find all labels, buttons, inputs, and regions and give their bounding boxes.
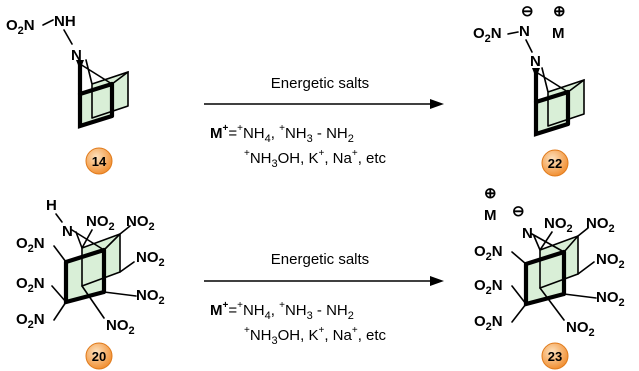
cage-bonds [79, 63, 129, 85]
substituent-bonds [51, 225, 137, 321]
svg-text:23: 23 [548, 349, 562, 364]
o2n-label: O2N [473, 25, 502, 45]
badge-20: 20 [85, 342, 113, 370]
bond [507, 31, 519, 35]
n-label: N [519, 23, 530, 40]
compound-20: H N NO2 NO2 NO2 NO2 NO2 O2N O2N O2N [16, 197, 165, 337]
reaction-arrow-1: Energetic salts [204, 75, 444, 109]
no2-group: NO2 [586, 215, 615, 235]
bond [42, 19, 54, 26]
charge-plus: ⊕ [553, 3, 566, 20]
n-label: N [522, 225, 533, 242]
o2n-group: O2N [16, 311, 45, 331]
bond [525, 39, 533, 53]
substituent-bonds [511, 227, 597, 323]
charge-plus: ⊕ [484, 185, 497, 202]
nh-label: NH [54, 13, 76, 30]
arrow-label: Energetic salts [271, 75, 369, 92]
no2-group: NO2 [106, 317, 135, 337]
condition-line-1: M+=+NH4, +NH3 - NH2 [210, 300, 354, 322]
cage-front-bonds [533, 89, 571, 137]
cation-label: M [484, 207, 497, 224]
condition-line-2: +NH3OH, K+, Na+, etc [244, 148, 387, 170]
o2n-group: O2N [16, 235, 45, 255]
n-label: N [71, 47, 82, 64]
svg-text:20: 20 [92, 349, 106, 364]
cage-bonds [535, 71, 585, 93]
no2-group: NO2 [136, 249, 165, 269]
charge-minus: ⊖ [512, 203, 525, 220]
no2-group: NO2 [126, 213, 155, 233]
n-label: N [530, 53, 541, 70]
cage-bonds [71, 229, 121, 251]
svg-text:22: 22 [548, 156, 562, 171]
compound-23: ⊕ M ⊖ N NO2 NO2 NO2 NO2 NO2 O2N O2N O2N [474, 185, 625, 339]
no2-group: NO2 [136, 287, 165, 307]
cage-face [536, 92, 568, 134]
h-label: H [46, 197, 57, 214]
arrow-label: Energetic salts [271, 251, 369, 268]
condition-line-1: M+=+NH4, +NH3 - NH2 [210, 123, 354, 145]
conditions-1: M+=+NH4, +NH3 - NH2 +NH3OH, K+, Na+, etc [210, 123, 387, 170]
badge-14: 14 [85, 147, 113, 175]
svg-text:14: 14 [92, 154, 107, 169]
condition-line-2: +NH3OH, K+, Na+, etc [244, 325, 387, 347]
cage-face [526, 252, 564, 304]
badge-23: 23 [541, 342, 569, 370]
cage-face [80, 84, 112, 126]
bond [55, 213, 63, 223]
no2-group: NO2 [544, 215, 573, 235]
reaction-arrow-2: Energetic salts [204, 251, 444, 286]
no2-group: NO2 [566, 319, 595, 339]
cage-face [66, 250, 104, 302]
no2-group: NO2 [86, 213, 115, 233]
wedge-bond [532, 68, 540, 78]
o2n-group: O2N [474, 243, 503, 263]
badge-22: 22 [541, 149, 569, 177]
compound-14: O2N NH N [6, 13, 129, 129]
no2-group: NO2 [596, 251, 625, 271]
o2n-group: O2N [474, 313, 503, 333]
conditions-2: M+=+NH4, +NH3 - NH2 +NH3OH, K+, Na+, etc [210, 300, 387, 347]
o2n-group: O2N [16, 275, 45, 295]
o2n-label: O2N [6, 17, 35, 37]
bond [63, 29, 73, 45]
charge-minus: ⊖ [521, 3, 534, 20]
compound-22: O2N N ⊖ N ⊕ M [473, 3, 585, 137]
cage-bonds [531, 233, 579, 253]
wedge-bond [76, 60, 84, 70]
n-label: N [62, 223, 73, 240]
o2n-group: O2N [474, 277, 503, 297]
cage-front-bonds [77, 81, 115, 129]
cation-label: M [552, 25, 565, 42]
no2-group: NO2 [596, 289, 625, 309]
